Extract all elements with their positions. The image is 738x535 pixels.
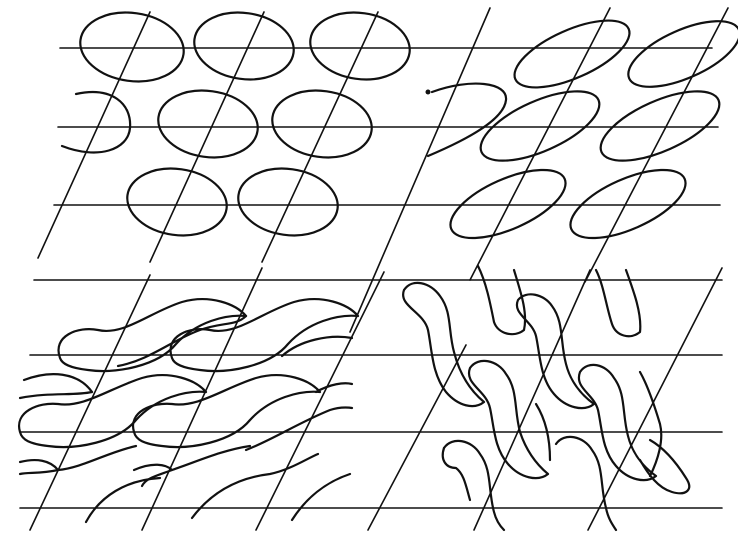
wave-strand [20,392,92,398]
wave-motif [19,375,206,447]
wave-strand [20,460,58,474]
ellipse-motif [561,156,695,252]
ellipse-motif [306,6,414,85]
ellipse-motif [76,6,188,88]
ellipse-lattice-panel [62,6,414,242]
wave-strand [118,316,246,366]
ellipse-motif-partial [62,92,130,152]
ellipse-motif [471,77,608,175]
wave-strand [292,474,350,520]
ellipse-motif [154,84,262,163]
ellipse-motif [506,7,639,101]
wave-motif [171,299,358,371]
hook-motif [443,448,470,500]
hook-motif [640,440,689,493]
ellipse-motif [619,8,738,101]
hook-motif [517,294,594,408]
ellipse-motif [268,84,376,163]
wave-strand [24,374,92,392]
wave-motif [59,299,246,371]
slanted-line [368,345,466,530]
horizontal-lattice-lines [20,48,722,508]
hook-lattice-panel [403,266,689,530]
wave-strand [316,383,352,392]
hook-motif [469,361,548,478]
ellipse-motif [441,156,575,252]
wave-lattice-panel [19,299,358,522]
hook-motif [403,283,484,406]
slanted-line [150,12,264,262]
ellipse-motif [190,6,298,85]
slanted-line [30,275,150,530]
ellipse-motif [591,77,728,175]
ellipse-motif-partial [428,84,506,156]
hook-motif [640,372,661,476]
slanted-lattice-lines [30,8,728,530]
wave-motif [133,375,320,447]
wave-strand [172,446,250,470]
hook-motif [444,441,504,530]
slanted-line [585,8,728,282]
ink-dot [426,90,431,95]
slanted-line [38,12,150,258]
wave-strand [58,446,136,470]
ellipse-motif [234,162,342,241]
